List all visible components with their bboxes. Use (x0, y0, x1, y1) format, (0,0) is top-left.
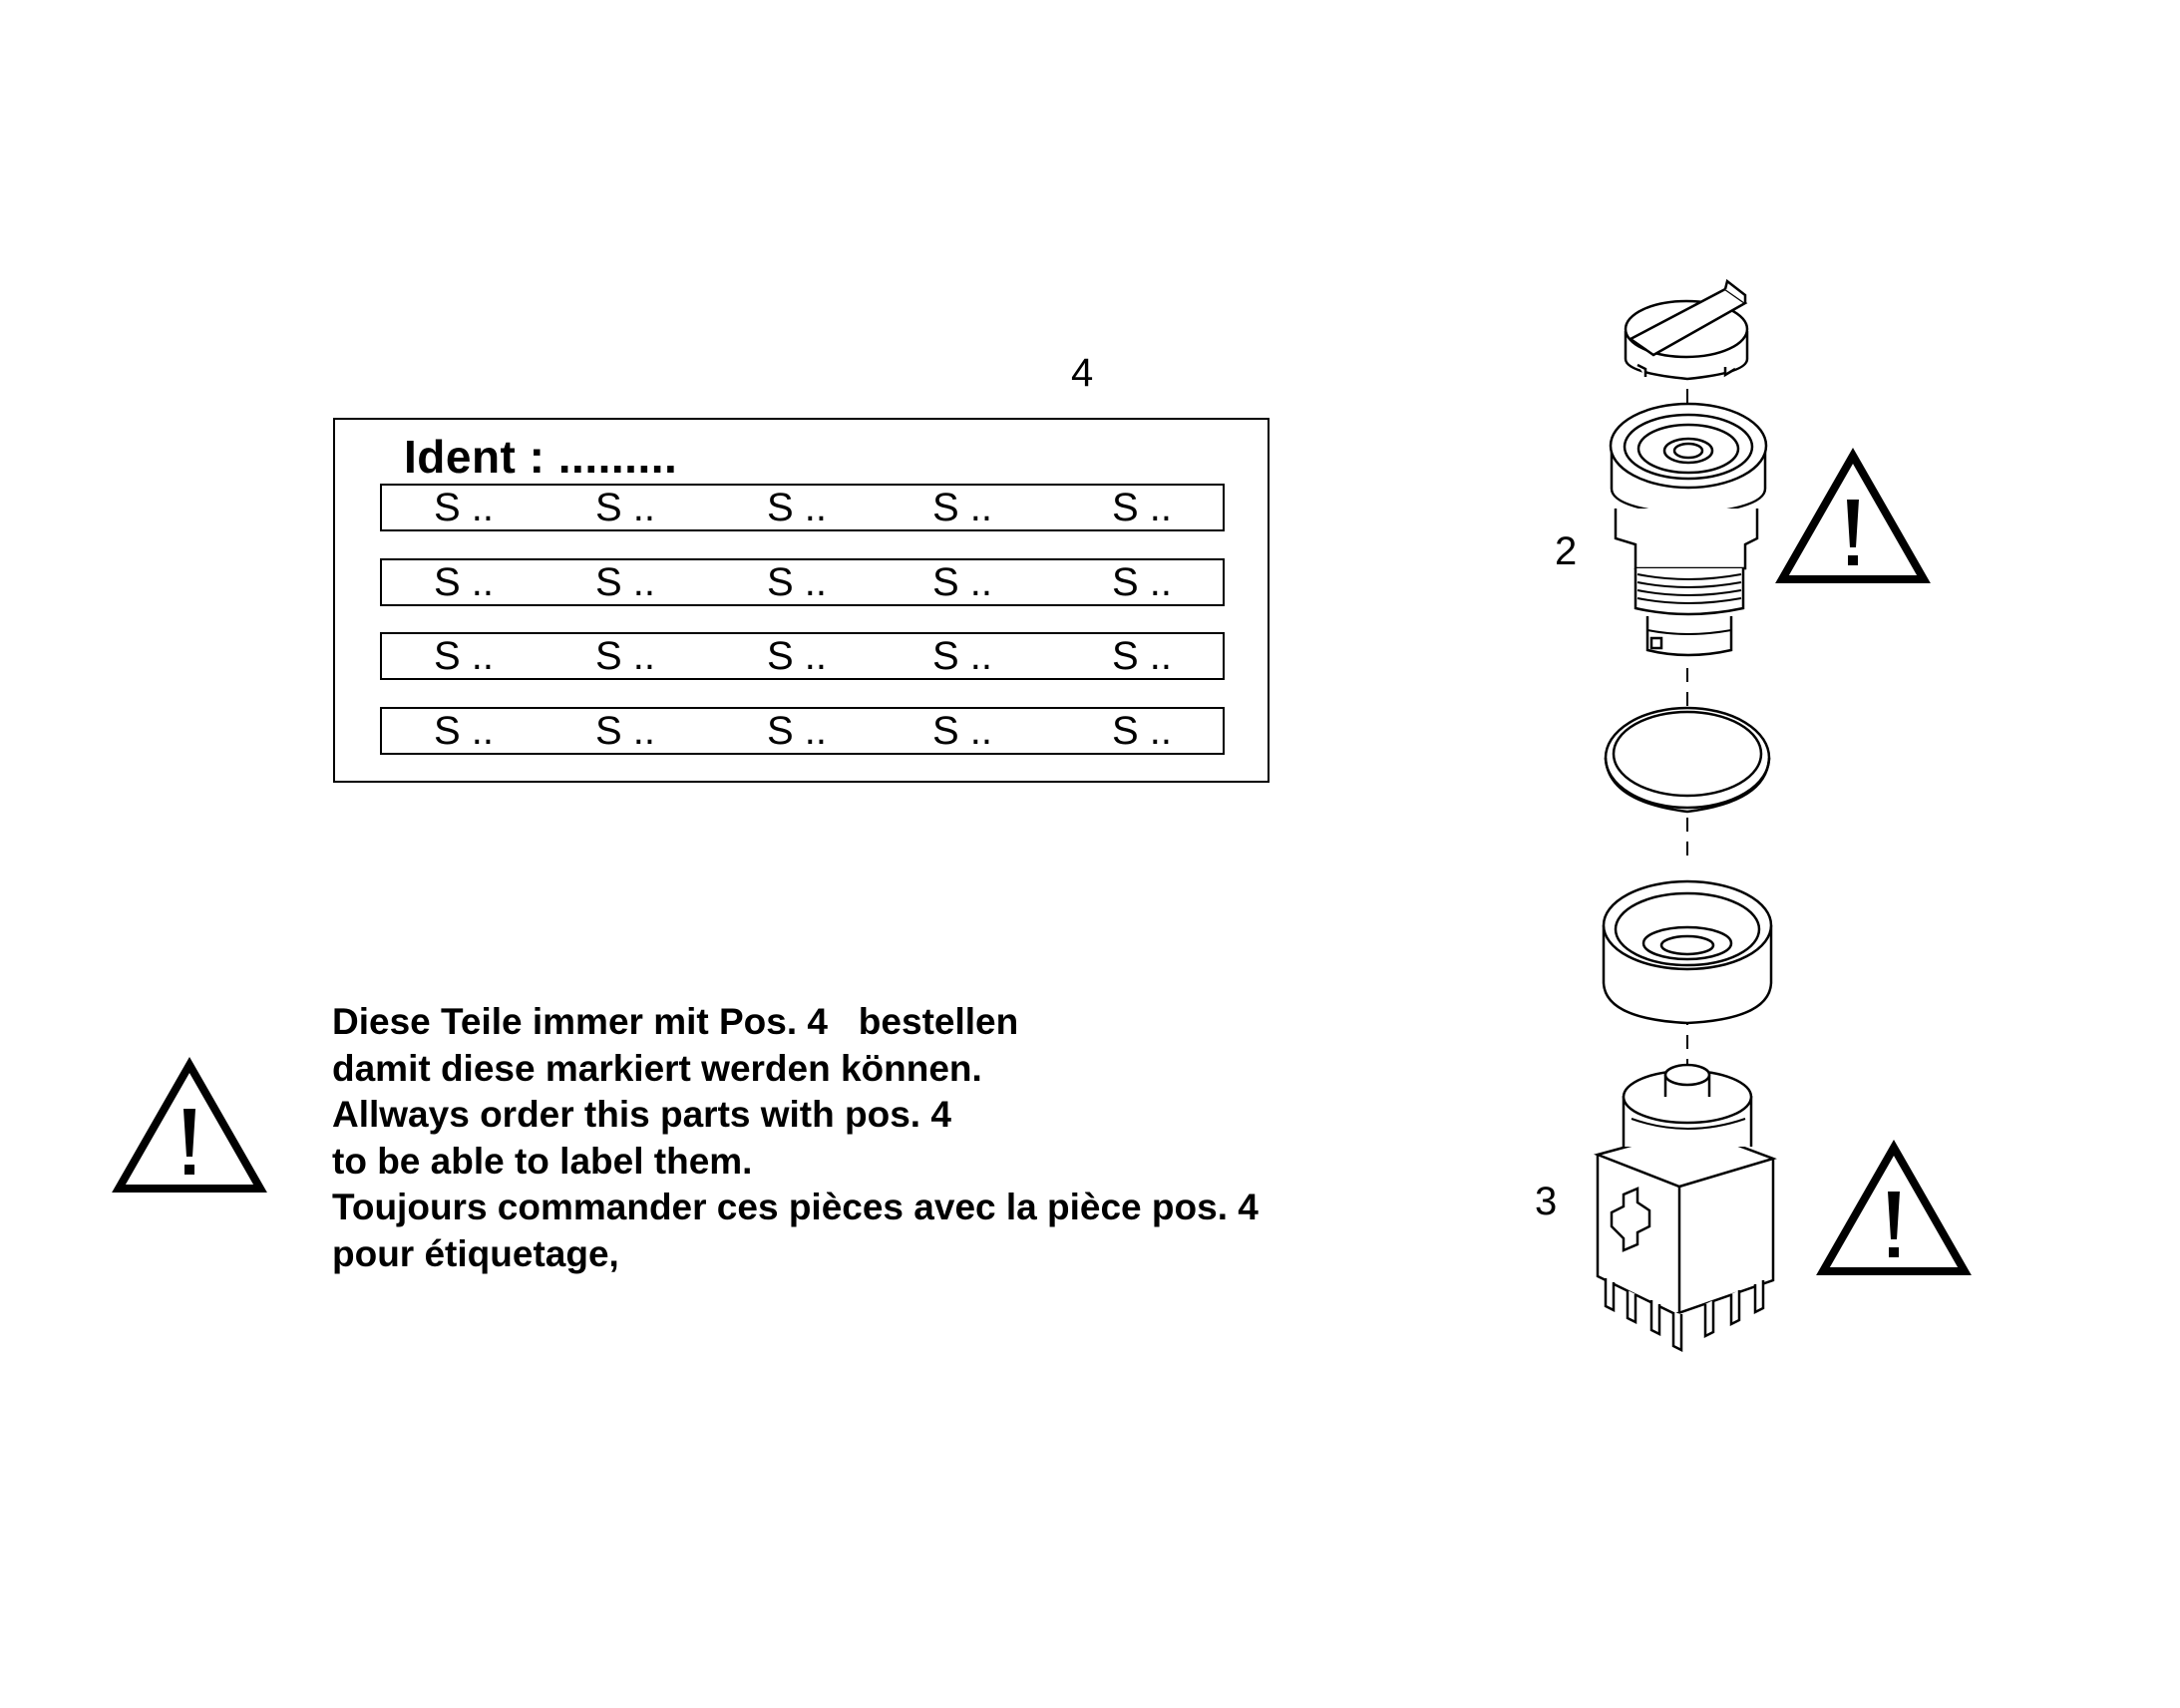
strip-cell: S .. (767, 560, 828, 604)
label-sheet (333, 418, 1270, 783)
strip-cell: S .. (932, 560, 993, 604)
strip-cell: S .. (595, 560, 656, 604)
note-line: to be able to label them. (332, 1140, 753, 1182)
strip-cell: S .. (767, 634, 828, 678)
strip-cell: S .. (595, 634, 656, 678)
switch-block (1594, 1063, 1777, 1353)
label-strip: S .. S .. S .. S .. S .. (380, 558, 1225, 606)
warning-triangle-icon (112, 1056, 267, 1193)
strip-cell: S .. (434, 486, 495, 529)
position-number-3: 3 (1535, 1180, 1558, 1223)
exploded-assembly-drawing (1594, 278, 1777, 1353)
strip-cell: S .. (434, 634, 495, 678)
note-line: Allways order this parts with pos. 4 (332, 1094, 951, 1135)
warning-triangle-icon (1775, 447, 1931, 583)
collar (1602, 879, 1773, 1025)
note-line: Toujours commander ces pièces avec la pi… (332, 1187, 1259, 1227)
warning-triangle-icon (1816, 1139, 1972, 1275)
selector-knob (1624, 278, 1749, 381)
ident-label: Ident : ......... (404, 431, 678, 483)
strip-cell: S .. (1112, 560, 1173, 604)
strip-cell: S .. (434, 709, 495, 753)
position-number-2: 2 (1555, 529, 1578, 573)
strip-cell: S .. (767, 486, 828, 529)
strip-cell: S .. (932, 709, 993, 753)
note-line: pour étiquetage, (332, 1232, 619, 1274)
ordering-note: Diese Teile immer mit Pos. 4 bestellen d… (332, 999, 1429, 1277)
position-number-4: 4 (1071, 351, 1094, 395)
strip-cell: S .. (1112, 634, 1173, 678)
strip-cell: S .. (767, 709, 828, 753)
strip-cell: S .. (1112, 486, 1173, 529)
note-line: Diese Teile immer mit Pos. 4 bestellen (332, 1001, 1019, 1042)
strip-cell: S .. (595, 709, 656, 753)
note-line: damit diese markiert werden können. (332, 1047, 982, 1089)
label-strip: S .. S .. S .. S .. S .. (380, 632, 1225, 680)
strip-cell: S .. (932, 486, 993, 529)
label-strip: S .. S .. S .. S .. S .. (380, 484, 1225, 531)
strip-cell: S .. (1112, 709, 1173, 753)
selector-head (1609, 402, 1768, 657)
label-strip: S .. S .. S .. S .. S .. (380, 707, 1225, 755)
strip-cell: S .. (434, 560, 495, 604)
strip-cell: S .. (932, 634, 993, 678)
strip-cell: S .. (595, 486, 656, 529)
terminal-pins (1604, 1278, 1765, 1353)
seal-ring (1604, 706, 1771, 814)
